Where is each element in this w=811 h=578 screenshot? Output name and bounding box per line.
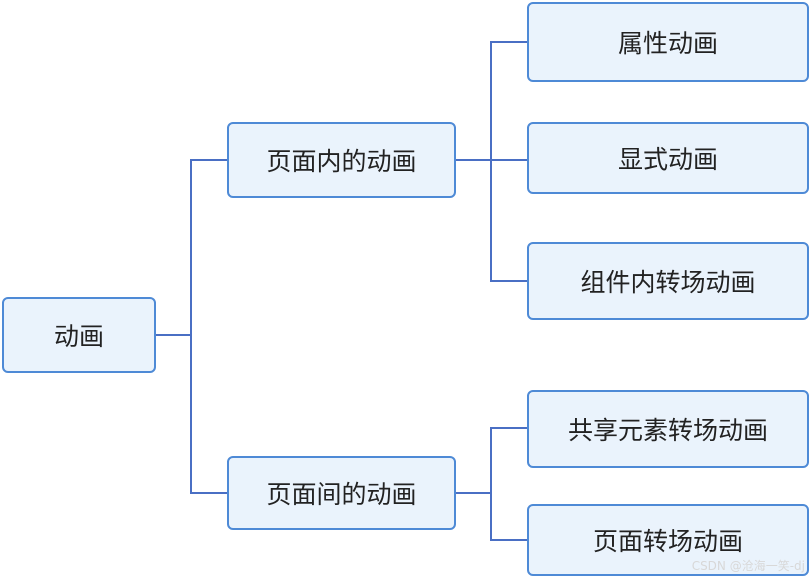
connector-between-to-page-transition bbox=[455, 492, 528, 541]
node-in-page-animation[interactable]: 页面内的动画 bbox=[227, 122, 456, 198]
connector-inner-to-component-transition bbox=[455, 159, 528, 282]
connector-inner-to-property bbox=[455, 41, 528, 161]
node-page-transition-animation[interactable]: 页面转场动画 bbox=[527, 504, 809, 576]
node-between-page-animation[interactable]: 页面间的动画 bbox=[227, 456, 456, 530]
connector-root-to-page-between bbox=[155, 334, 228, 494]
node-property-animation[interactable]: 属性动画 bbox=[527, 2, 809, 82]
node-label: 页面转场动画 bbox=[592, 527, 743, 556]
node-root-animation[interactable]: 动画 bbox=[2, 297, 156, 373]
node-label: 页面内的动画 bbox=[266, 147, 417, 176]
node-label: 组件内转场动画 bbox=[580, 268, 756, 297]
connector-root-to-page-inner bbox=[155, 159, 228, 336]
connector-between-to-shared-element bbox=[455, 427, 528, 494]
node-component-transition-animation[interactable]: 组件内转场动画 bbox=[527, 242, 809, 320]
node-explicit-animation[interactable]: 显式动画 bbox=[527, 122, 809, 194]
node-label: 共享元素转场动画 bbox=[567, 416, 768, 445]
node-label: 动画 bbox=[53, 322, 104, 351]
node-label: 显式动画 bbox=[617, 145, 718, 174]
node-label: 属性动画 bbox=[617, 29, 718, 58]
node-label: 页面间的动画 bbox=[266, 480, 417, 509]
node-shared-element-transition-animation[interactable]: 共享元素转场动画 bbox=[527, 390, 809, 468]
watermark-text: CSDN @沧海一笑-dj bbox=[691, 559, 805, 573]
